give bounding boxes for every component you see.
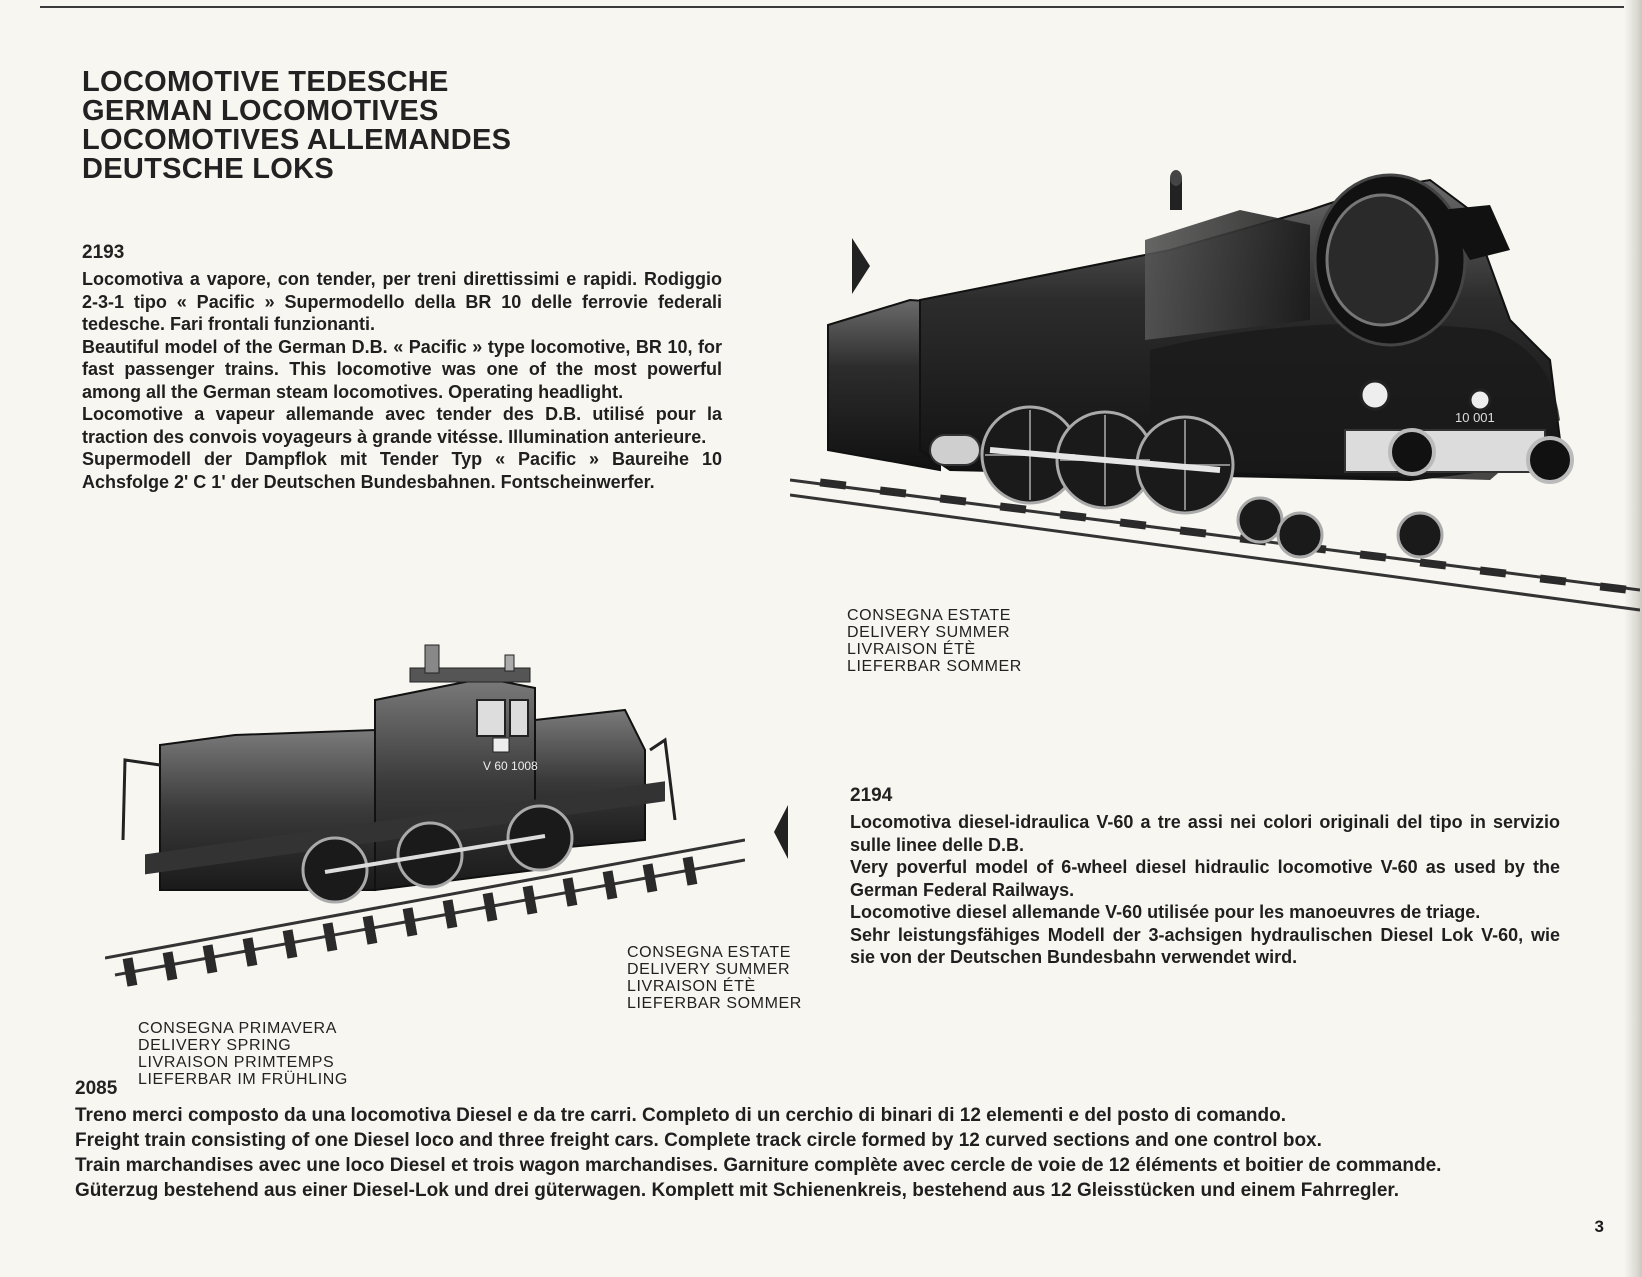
item-2085-description: Treno merci composto da una locomotiva D… (75, 1103, 1625, 1203)
item-2085-code: 2085 (75, 1078, 118, 1099)
pointer-left-arrow (774, 805, 788, 859)
delivery-line: LIEFERBAR SOMMER (847, 658, 1022, 675)
delivery-line: DELIVERY SUMMER (627, 961, 791, 978)
page-edge-shadow (1624, 0, 1642, 1277)
pointer-right-arrow (852, 238, 870, 294)
item-2193-description: Locomotiva a vapore, con tender, per tre… (82, 268, 722, 493)
delivery-line: CONSEGNA PRIMAVERA (138, 1020, 337, 1037)
item-2085-italian: Treno merci composto da una locomotiva D… (75, 1105, 1286, 1126)
item-2085-english: Freight train consisting of one Diesel l… (75, 1130, 1322, 1151)
delivery-line: DELIVERY SPRING (138, 1037, 292, 1054)
page-number: 3 (1594, 1217, 1604, 1236)
item-2194-german: Sehr leistungsfähiges Modell der 3-achsi… (850, 924, 1560, 968)
diesel-locomotive-photo: V 60 1008 (105, 644, 745, 987)
item-2193-german: Supermodell der Dampflok mit Tender Typ … (82, 449, 722, 492)
heading-french: LOCOMOTIVES ALLEMANDES (82, 124, 512, 156)
heading-german: DEUTSCHE LOKS (82, 153, 335, 185)
delivery-line: LIVRAISON ÉTÈ (627, 978, 756, 995)
steam-loco-number: 10 001 (1455, 410, 1495, 425)
delivery-line: LIVRAISON PRIMTEMPS (138, 1054, 335, 1071)
delivery-line: DELIVERY SUMMER (847, 624, 1011, 641)
item-2194-italian: Locomotiva diesel-idraulica V-60 a tre a… (850, 812, 1560, 855)
item-2193-english: Beautiful model of the German D.B. « Pac… (82, 336, 722, 402)
item-2194-description: Locomotiva diesel-idraulica V-60 a tre a… (850, 811, 1560, 969)
delivery-line: LIVRAISON ÉTÈ (847, 641, 976, 658)
page-heading: LOCOMOTIVE TEDESCHE GERMAN LOCOMOTIVES L… (82, 68, 511, 184)
heading-english: GERMAN LOCOMOTIVES (82, 95, 439, 127)
item-2194-delivery: CONSEGNA ESTATE DELIVERY SUMMER LIVRAISO… (627, 944, 802, 1012)
item-2085-delivery: CONSEGNA PRIMAVERA DELIVERY SPRING LIVRA… (138, 1020, 348, 1088)
delivery-line: LIEFERBAR SOMMER (627, 995, 802, 1012)
delivery-line: LIEFERBAR IM FRÜHLING (138, 1071, 348, 1088)
item-2194-code: 2194 (850, 785, 893, 806)
delivery-line: CONSEGNA ESTATE (847, 607, 1011, 624)
heading-italian: LOCOMOTIVE TEDESCHE (82, 66, 449, 98)
item-2193-italian: Locomotiva a vapore, con tender, per tre… (82, 269, 722, 334)
top-rule (40, 6, 1640, 8)
item-2193-code: 2193 (82, 242, 125, 263)
item-2194-french: Locomotive diesel allemande V-60 utilisé… (850, 902, 1481, 922)
item-2193-delivery: CONSEGNA ESTATE DELIVERY SUMMER LIVRAISO… (847, 607, 1022, 675)
item-2194-english: Very poverful model of 6-wheel diesel hi… (850, 857, 1560, 900)
delivery-line: CONSEGNA ESTATE (627, 944, 791, 961)
diesel-loco-number: V 60 1008 (483, 759, 538, 773)
item-2193-french: Locomotive a vapeur allemande avec tende… (82, 404, 722, 447)
steam-locomotive-photo: 10 001 (790, 170, 1640, 612)
item-2085-german: Güterzug bestehend aus einer Diesel-Lok … (75, 1180, 1400, 1201)
item-2085-french: Train marchandises avec une loco Diesel … (75, 1155, 1442, 1176)
